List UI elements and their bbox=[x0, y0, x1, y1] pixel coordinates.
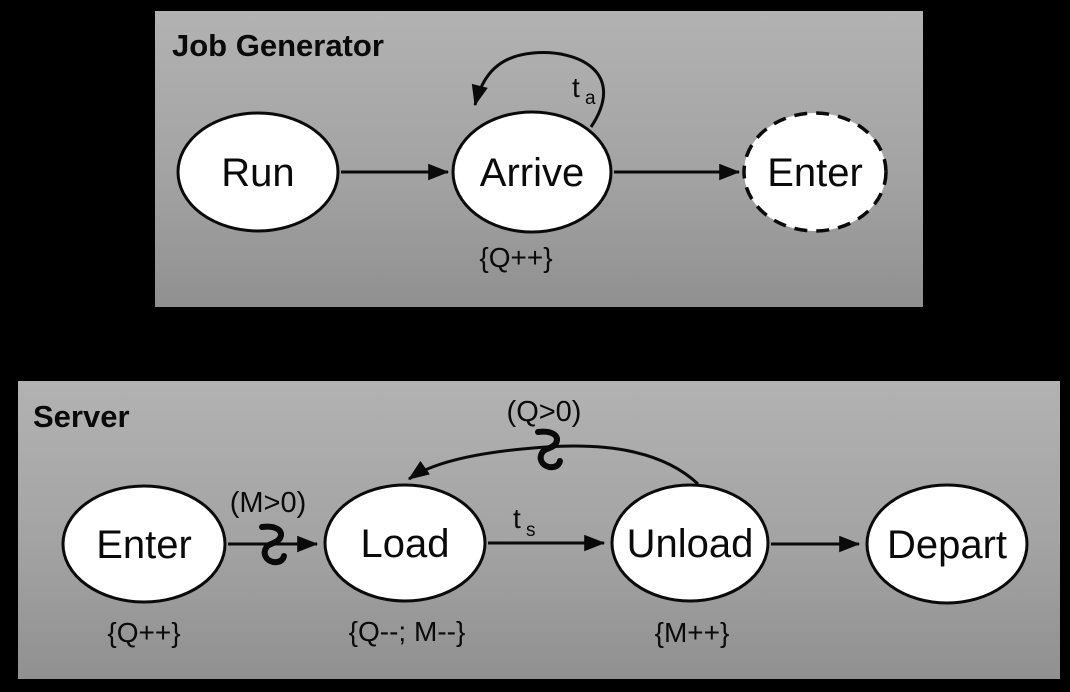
job-generator-panel: Job Generator Run Arrive Enter t a {Q++} bbox=[155, 11, 923, 307]
state-enter-external bbox=[742, 111, 888, 233]
server-panel: Server Enter Load Unload Depart (M>0 bbox=[18, 381, 1060, 679]
arrive-action-label: {Q++} bbox=[479, 242, 552, 273]
state-depart bbox=[865, 483, 1029, 605]
load-unload-time-label: t bbox=[513, 503, 521, 534]
state-run-label: Run bbox=[221, 151, 294, 195]
state-depart-label: Depart bbox=[887, 523, 1007, 567]
job-generator-diagram: Job Generator Run Arrive Enter t a {Q++} bbox=[172, 28, 888, 273]
state-load-label: Load bbox=[361, 522, 450, 566]
transition-arrive-self-loop bbox=[471, 51, 606, 128]
condition-squiggle-icon bbox=[259, 523, 287, 566]
state-unload bbox=[610, 483, 770, 603]
state-arrive bbox=[451, 110, 613, 234]
load-unload-time-subscript: s bbox=[526, 520, 536, 541]
state-unload-label: Unload bbox=[627, 522, 754, 566]
job-generator-title: Job Generator bbox=[172, 28, 384, 63]
state-load bbox=[323, 483, 487, 603]
state-run bbox=[176, 111, 340, 233]
load-action-label: {Q--; M--} bbox=[349, 616, 466, 647]
state-enter-label: Enter bbox=[767, 151, 863, 195]
state-enter bbox=[61, 484, 227, 604]
state-arrive-label: Arrive bbox=[480, 151, 584, 195]
self-loop-time-subscript: a bbox=[585, 88, 596, 109]
state-enter-label: Enter bbox=[96, 523, 192, 567]
enter-load-condition-label: (M>0) bbox=[230, 487, 307, 519]
self-loop-time-label: t bbox=[572, 72, 580, 103]
enter-action-label: {Q++} bbox=[107, 617, 180, 648]
unload-load-condition-label: (Q>0) bbox=[507, 396, 582, 428]
server-title: Server bbox=[33, 399, 130, 434]
unload-action-label: {M++} bbox=[655, 617, 730, 648]
condition-squiggle-icon bbox=[535, 428, 563, 471]
server-diagram: Server Enter Load Unload Depart (M>0 bbox=[33, 396, 1029, 648]
